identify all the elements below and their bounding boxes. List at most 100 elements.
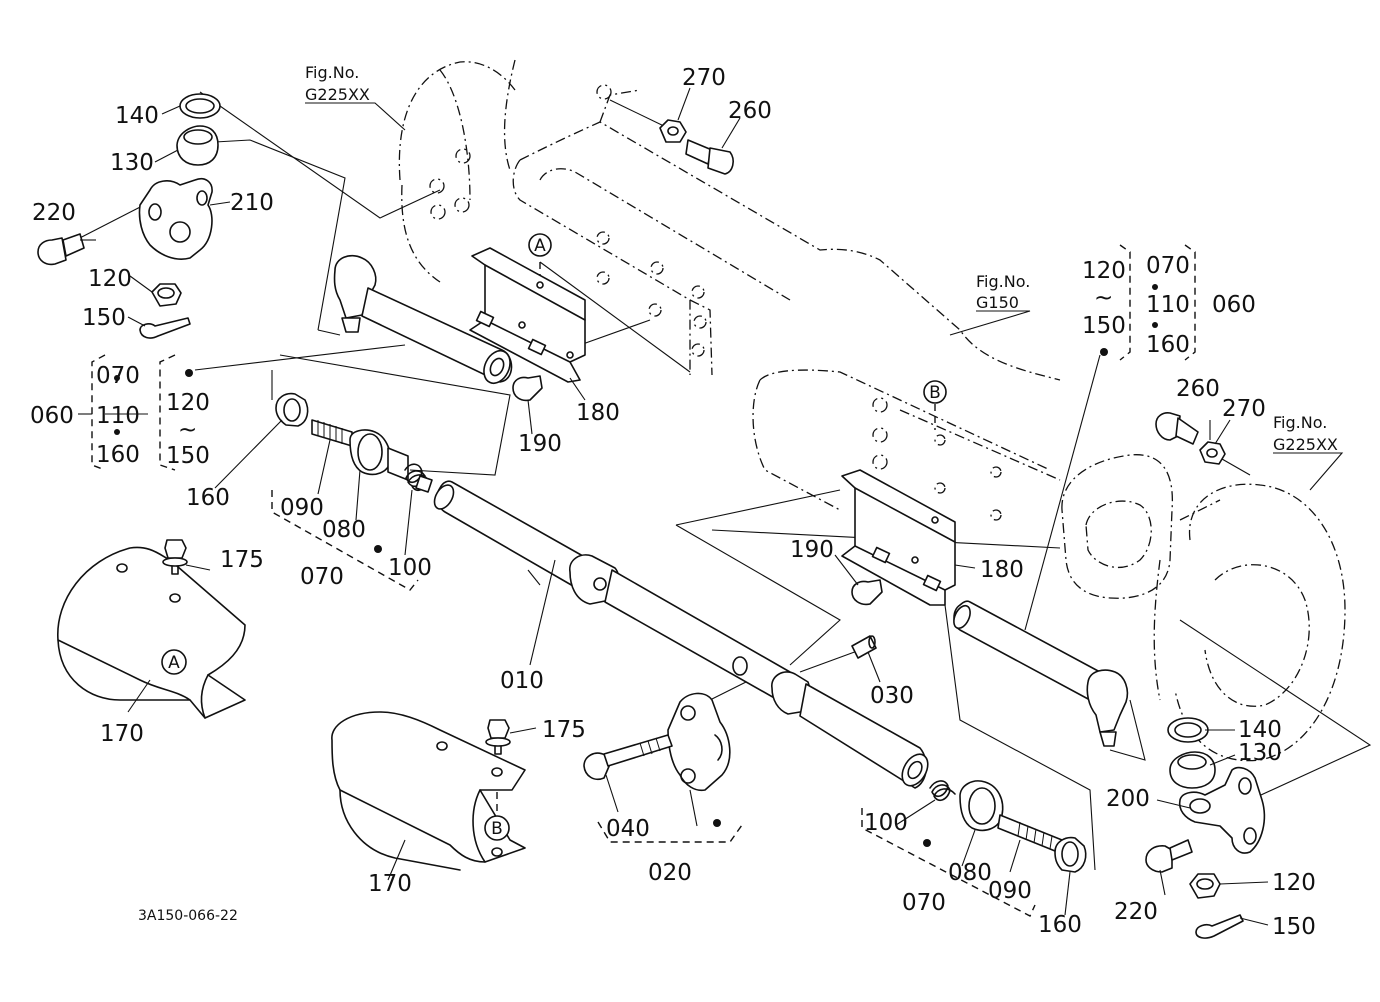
part-260-bolt-top xyxy=(685,139,734,175)
part-020-clamp xyxy=(667,692,731,792)
label-140-right: 140 xyxy=(1238,717,1282,743)
label-080-right: 080 xyxy=(948,860,992,886)
part-175-bolt-right xyxy=(485,719,511,755)
part-210-knuckle-arm xyxy=(138,177,213,260)
label-170-left: 170 xyxy=(100,721,144,747)
svg-text:Fig.No.: Fig.No. xyxy=(976,272,1030,291)
fig-ref-g225xx-right: Fig.No. G225XX xyxy=(1273,413,1338,454)
part-100-spring-right xyxy=(929,780,956,802)
part-140-seal-right xyxy=(1167,717,1209,743)
svg-text:G225XX: G225XX xyxy=(1273,435,1338,454)
label-070-left: 070 xyxy=(300,564,344,590)
part-label-leaders xyxy=(78,87,1269,926)
svg-text:A: A xyxy=(534,236,546,256)
fig-ref-g150: Fig.No. G150 xyxy=(976,272,1030,312)
label-070-group-right: 070 xyxy=(1146,253,1190,279)
group-bracket-070-right xyxy=(861,808,1036,917)
label-190-right: 190 xyxy=(790,537,834,563)
part-120-nut-left xyxy=(151,283,182,307)
part-170-cover-right xyxy=(331,711,526,871)
label-190-top: 190 xyxy=(518,431,562,457)
part-040-bolt xyxy=(583,734,673,781)
part-190-bolt-top xyxy=(512,375,543,402)
part-030-pin xyxy=(851,635,877,659)
part-200-knuckle-arm xyxy=(1178,766,1266,854)
label-090-left: 090 xyxy=(280,495,324,521)
part-080-ball-joint-right xyxy=(959,780,1004,832)
label-260-top: 260 xyxy=(728,98,772,124)
central-axle-housing-outline xyxy=(512,89,1174,599)
label-270-right: 270 xyxy=(1222,396,1266,422)
right-engine-housing-outline xyxy=(1153,483,1346,762)
label-150-group-right: 150 xyxy=(1082,313,1126,339)
label-090-right: 090 xyxy=(988,878,1032,904)
view-marker-a-cover: A xyxy=(161,649,187,675)
label-010: 010 xyxy=(500,668,544,694)
part-270-nut-top xyxy=(659,119,687,143)
part-180-bracket-right xyxy=(841,469,956,606)
label-150-right: 150 xyxy=(1272,914,1316,940)
view-marker-a-top: A xyxy=(528,233,552,257)
part-260-bolt-right xyxy=(1155,412,1199,445)
label-160-left: 160 xyxy=(186,485,230,511)
part-175-bolt-left xyxy=(162,539,188,575)
label-150-left: 150 xyxy=(82,305,126,331)
part-220-bolt-right xyxy=(1145,839,1193,873)
svg-text:B: B xyxy=(491,819,503,839)
label-260-right: 260 xyxy=(1176,376,1220,402)
part-010-main-tube xyxy=(433,480,929,789)
group-dots xyxy=(114,284,1158,847)
label-140-left: 140 xyxy=(115,103,159,129)
tie-rod-end-left xyxy=(333,254,513,385)
label-070-right: 070 xyxy=(902,890,946,916)
svg-text:Fig.No.: Fig.No. xyxy=(1273,413,1327,432)
part-170-cover-left xyxy=(57,546,246,719)
label-tilde-left: ~ xyxy=(178,417,197,443)
part-220-bolt-left xyxy=(37,233,85,266)
part-160-nut-left xyxy=(275,392,309,427)
part-130-boot-right xyxy=(1169,751,1216,789)
label-020: 020 xyxy=(648,860,692,886)
view-marker-b-top: B xyxy=(923,380,947,404)
label-120-group-right: 120 xyxy=(1082,258,1126,284)
part-090-threaded-stud-right xyxy=(997,814,1063,854)
label-180-right: 180 xyxy=(980,557,1024,583)
group-bracket-070-left xyxy=(271,490,419,591)
label-210: 210 xyxy=(230,190,274,216)
svg-text:G225XX: G225XX xyxy=(305,85,370,104)
part-080-ball-joint-left xyxy=(349,429,409,481)
label-100-right: 100 xyxy=(864,810,908,836)
svg-text:Fig.No.: Fig.No. xyxy=(305,63,359,82)
label-160-group-left: 160 xyxy=(96,442,140,468)
label-130-left: 130 xyxy=(110,150,154,176)
label-175-right: 175 xyxy=(542,717,586,743)
label-270-top: 270 xyxy=(682,65,726,91)
fig-ref-g225xx-left: Fig.No. G225XX xyxy=(305,63,370,104)
part-190-bolt-right xyxy=(851,579,883,606)
label-030: 030 xyxy=(870,683,914,709)
label-160-group-right: 160 xyxy=(1146,332,1190,358)
svg-text:A: A xyxy=(168,653,180,673)
part-090-threaded-stud-left xyxy=(311,419,353,447)
part-150-cotter-pin-right xyxy=(1195,914,1244,939)
label-110-group-right: 110 xyxy=(1146,292,1190,318)
part-150-cotter-pin-left xyxy=(139,317,191,339)
label-180-top: 180 xyxy=(576,400,620,426)
part-130-boot-left xyxy=(176,125,219,166)
label-130-right: 130 xyxy=(1238,740,1282,766)
left-engine-housing-outline xyxy=(398,59,612,283)
view-marker-b-cover: B xyxy=(484,815,510,841)
tie-rod-end-right xyxy=(953,600,1129,747)
part-labels: 140 130 210 220 120 150 060 070 110 160 … xyxy=(30,65,1316,940)
label-060-right: 060 xyxy=(1212,292,1256,318)
label-160-right: 160 xyxy=(1038,912,1082,938)
part-120-nut-right xyxy=(1189,873,1221,899)
drawing-code: 3A150-066-22 xyxy=(138,908,238,924)
label-tilde-right: ~ xyxy=(1094,285,1113,311)
group-bracket-060-right xyxy=(1119,244,1196,361)
label-150-group-left: 150 xyxy=(166,443,210,469)
part-140-seal-left xyxy=(179,93,221,119)
svg-text:B: B xyxy=(929,383,941,403)
